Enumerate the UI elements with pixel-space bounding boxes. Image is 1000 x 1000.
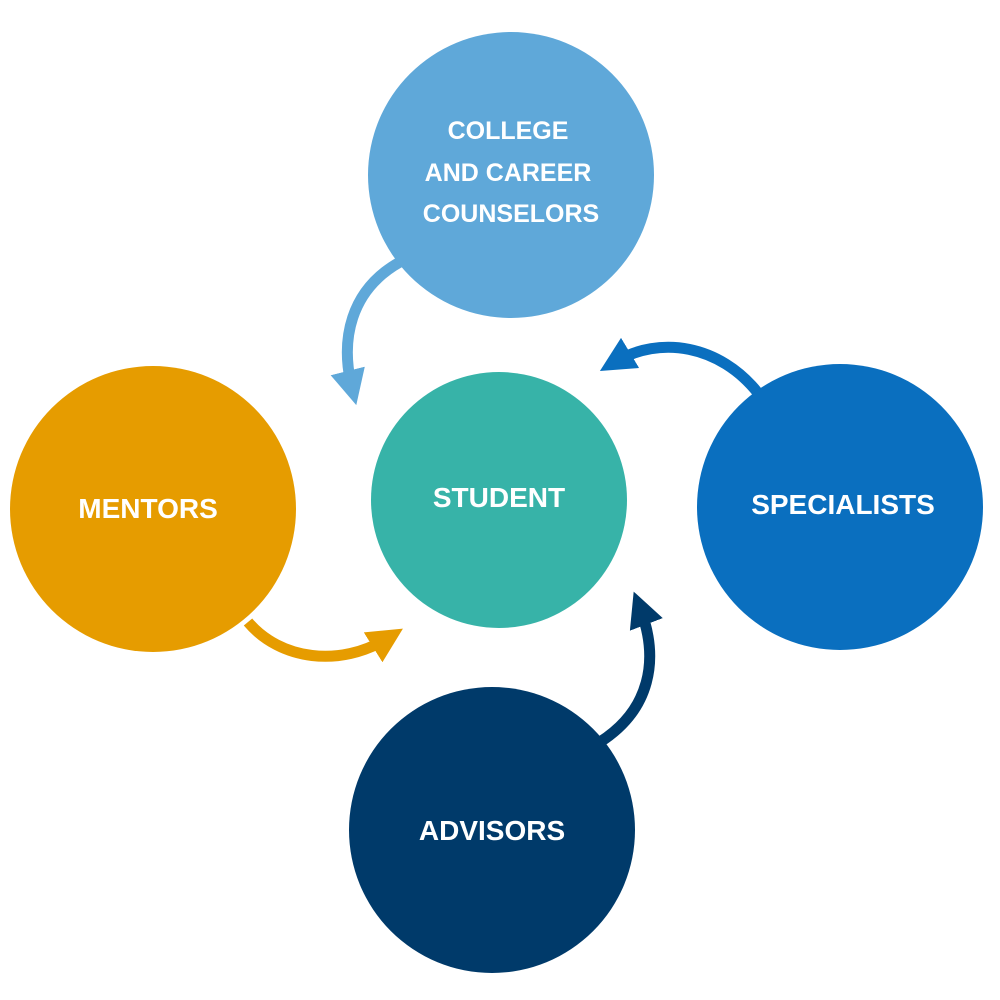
node-specialists-circle <box>697 364 983 650</box>
node-advisors: ADVISORS <box>349 687 635 973</box>
arrow-mentors-to-student <box>243 618 403 663</box>
node-college-career-counselors-label-line-1: COLLEGE <box>448 117 569 145</box>
arrow-specialists-to-student <box>599 337 763 397</box>
node-college-career-counselors: COLLEGE AND CAREER COUNSELORS <box>368 32 654 318</box>
node-advisors-circle <box>349 687 635 973</box>
node-mentors-circle <box>10 366 296 652</box>
arrow-counselors-to-student <box>330 257 403 406</box>
node-college-career-counselors-label-line-3: COUNSELORS <box>423 200 599 228</box>
arrow-advisors-to-student <box>596 591 663 747</box>
node-student-circle <box>371 372 627 628</box>
node-mentors: MENTORS <box>10 366 296 652</box>
node-specialists: SPECIALISTS <box>697 364 983 650</box>
node-advisors-label: ADVISORS <box>419 815 565 846</box>
node-college-career-counselors-label-line-2: AND CAREER <box>425 159 592 187</box>
node-college-career-counselors-circle <box>368 32 654 318</box>
node-student-label: STUDENT <box>433 482 565 513</box>
node-specialists-label: SPECIALISTS <box>751 489 935 520</box>
node-mentors-label: MENTORS <box>78 493 218 524</box>
node-student: STUDENT <box>371 372 627 628</box>
